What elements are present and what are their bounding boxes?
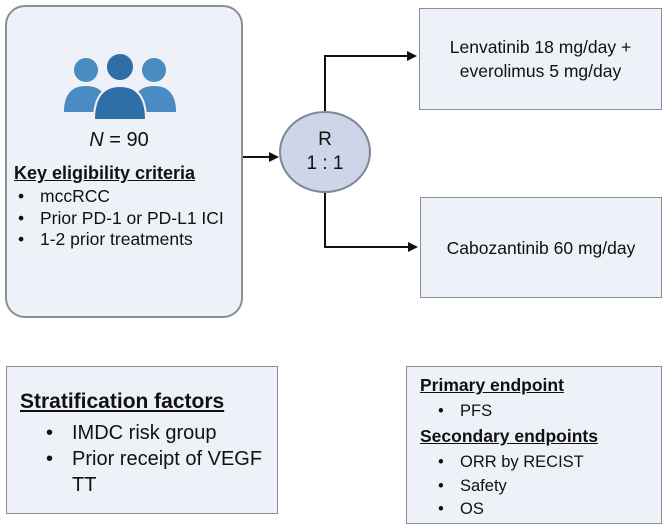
- list-item: • mccRCC: [18, 186, 233, 208]
- list-item: • OS: [438, 498, 584, 522]
- bullet: •: [46, 448, 54, 470]
- bullet: •: [18, 207, 25, 228]
- factor-text: IMDC risk group: [72, 422, 217, 444]
- bullet: •: [46, 422, 54, 444]
- people-group-icon: [64, 52, 176, 121]
- stratification-box: [6, 366, 278, 514]
- eligibility-list: • mccRCC • Prior PD-1 or PD-L1 ICI • 1-2 pr…: [18, 186, 233, 251]
- n-value: = 90: [103, 129, 149, 151]
- bullet: •: [438, 402, 444, 420]
- bullet: •: [438, 453, 444, 471]
- criterion-text: 1-2 prior treatments: [40, 229, 193, 249]
- primary-endpoint-title: Primary endpoint: [420, 375, 564, 395]
- secondary-endpoints-list: • ORR by RECIST • Safety • OS: [438, 451, 584, 522]
- randomization-node: R 1 : 1: [279, 111, 371, 193]
- sample-size: N = 90: [0, 129, 238, 152]
- arm-2-line-1: Cabozantinib 60 mg/day: [446, 237, 636, 258]
- randomization-label: R: [318, 129, 332, 150]
- bullet: •: [438, 476, 444, 495]
- criterion-text: mccRCC: [40, 186, 110, 206]
- endpoint-text: PFS: [460, 402, 493, 420]
- list-item: • Safety: [438, 475, 584, 499]
- secondary-endpoints-title: Secondary endpoints: [420, 426, 598, 446]
- eligibility-title: Key eligibility criteria: [14, 163, 196, 183]
- list-item: • 1-2 prior treatments: [18, 229, 233, 251]
- endpoint-text: OS: [460, 500, 484, 518]
- list-item: • ORR by RECIST: [438, 451, 584, 475]
- n-symbol: N: [89, 129, 104, 151]
- arrow-to-arm-1: [324, 51, 417, 111]
- bullet: •: [18, 186, 25, 206]
- bullet: •: [18, 229, 25, 249]
- arrow-to-arm-2: [324, 193, 418, 252]
- arm-box-cabozantinib: Cabozantinib 60 mg/day: [420, 197, 662, 298]
- bullet: •: [438, 500, 444, 518]
- stratification-title: Stratification factors: [20, 390, 225, 413]
- endpoint-text: ORR by RECIST: [460, 453, 584, 471]
- randomization-ratio: 1 : 1: [306, 153, 344, 174]
- endpoint-text: Safety: [460, 476, 507, 495]
- endpoints-box: [406, 366, 662, 524]
- factor-text: Prior receipt of VEGF TT: [72, 448, 263, 496]
- arm-1-line-2: everolimus 5 mg/day: [459, 61, 622, 81]
- list-item: • IMDC risk group: [46, 420, 271, 446]
- list-item: • Prior PD-1 or PD-L1 ICI: [18, 208, 233, 230]
- list-item: • PFS: [438, 400, 492, 424]
- list-item: • Prior receipt of VEGF TT: [46, 446, 271, 498]
- arm-box-lenvatinib: Lenvatinib 18 mg/day + everolimus 5 mg/d…: [419, 8, 662, 110]
- primary-endpoint-list: • PFS: [438, 400, 492, 424]
- stratification-list: • IMDC risk group • Prior receipt of VEGF …: [46, 420, 271, 498]
- criterion-text: Prior PD-1 or PD-L1 ICI: [40, 207, 224, 228]
- arm-1-line-1: Lenvatinib 18 mg/day +: [449, 37, 632, 57]
